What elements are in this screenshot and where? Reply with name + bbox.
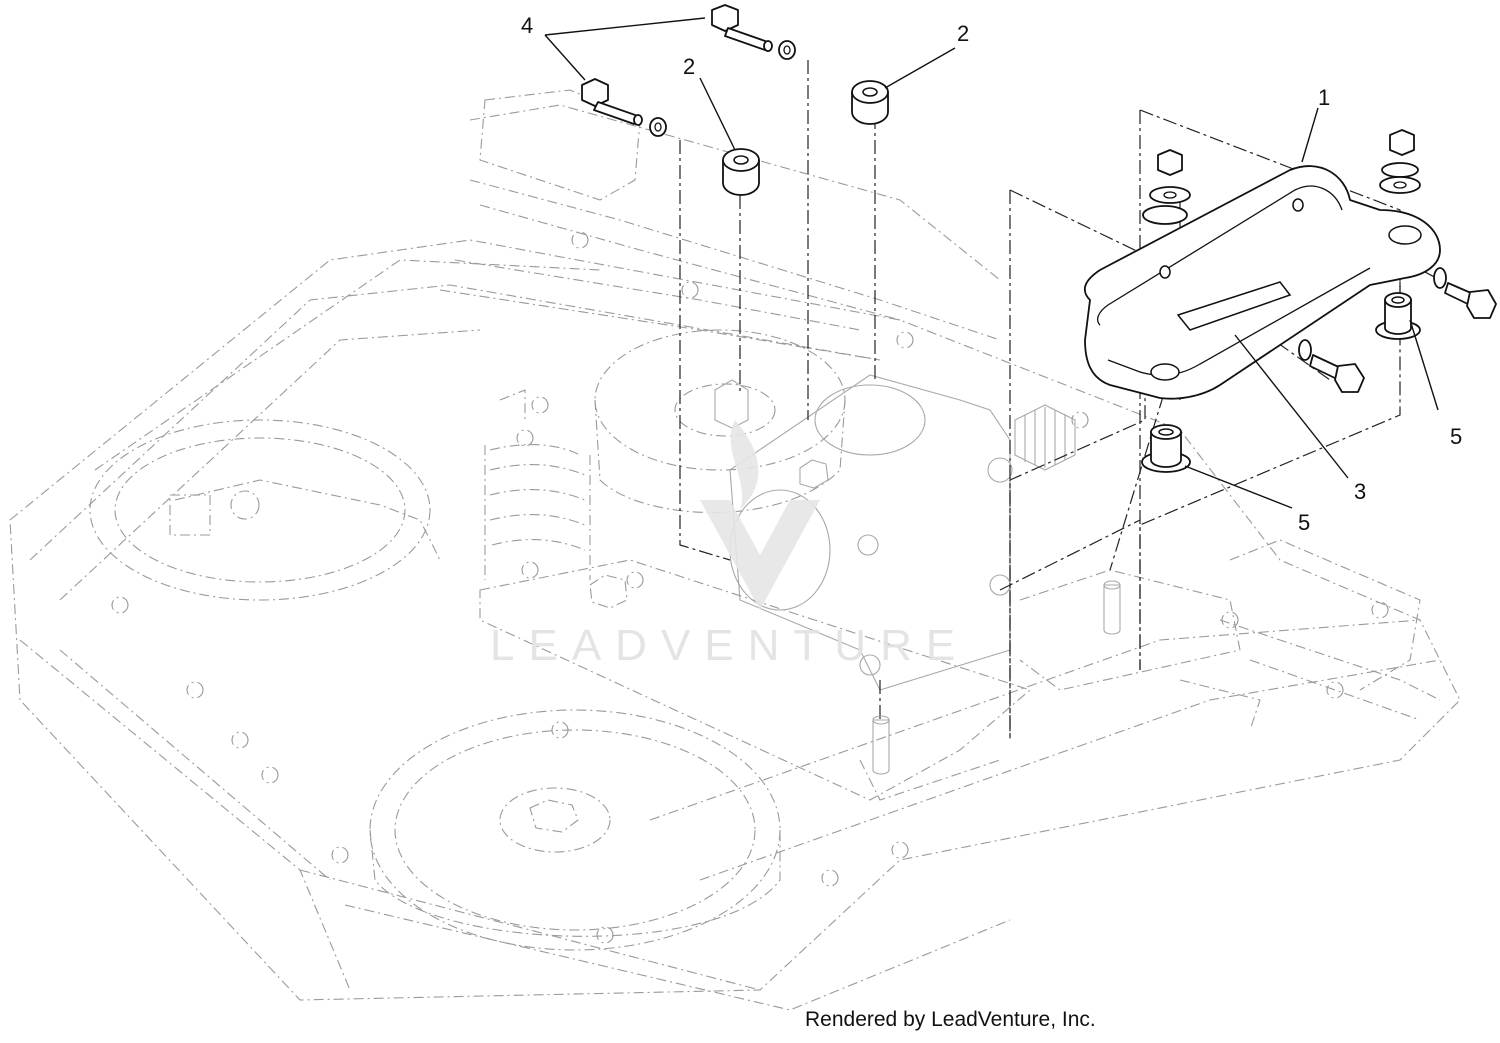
spacer-left <box>722 148 760 196</box>
callout-1: 1 <box>1318 85 1330 110</box>
bolt-upper <box>711 4 796 60</box>
render-credit: Rendered by LeadVenture, Inc. <box>805 1008 1096 1031</box>
callout-5-center: 5 <box>1298 510 1310 535</box>
spacer-right <box>851 80 889 125</box>
deck-background <box>9 89 1461 1011</box>
callout-3: 3 <box>1354 479 1366 504</box>
watermark-text: LEADVENTURE <box>490 621 969 670</box>
mounting-bracket <box>1083 165 1441 400</box>
bracket-hardware <box>872 129 1497 775</box>
callout-5-right: 5 <box>1450 424 1462 449</box>
watermark: LEADVENTURE <box>490 420 969 670</box>
callout-leaders <box>544 17 1439 509</box>
decal <box>1176 281 1292 331</box>
callout-2-left: 2 <box>683 54 695 79</box>
bushing-center <box>1141 424 1191 473</box>
callouts: 4 2 2 1 5 3 5 <box>521 13 1462 535</box>
callout-2-right: 2 <box>957 21 969 46</box>
bushing-right <box>1375 292 1421 340</box>
bolt-lower <box>581 78 667 137</box>
callout-4: 4 <box>521 13 533 38</box>
